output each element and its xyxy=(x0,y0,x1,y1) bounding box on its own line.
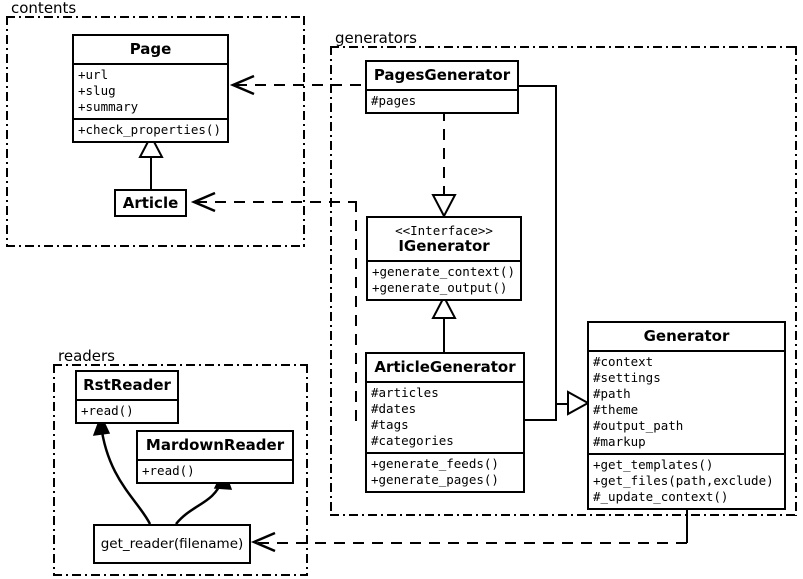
class-operations-page: +check_properties() xyxy=(74,118,227,141)
operation: +generate_feeds() xyxy=(371,456,499,471)
readers-package-label: readers xyxy=(55,349,118,364)
attribute: +url xyxy=(78,67,109,82)
class-operations-mardownreader: +read() xyxy=(138,459,292,482)
class-box-article[interactable]: Article xyxy=(114,189,187,217)
operation: +get_templates() xyxy=(593,457,714,472)
class-box-articlegenerator[interactable]: ArticleGenerator #articles #dates #tags … xyxy=(365,352,525,493)
class-attributes-articlegenerator: #articles #dates #tags #categories xyxy=(367,381,523,452)
class-name-label-igenerator: IGenerator xyxy=(398,237,490,255)
class-operations-generator: +get_templates() +get_files(path,exclude… xyxy=(589,453,784,508)
articlegenerator-dependency-riser xyxy=(355,201,357,423)
attribute: #pages xyxy=(371,93,417,108)
articlegenerator-to-generator-h1 xyxy=(525,419,556,421)
class-operations-igenerator: +generate_context() +generate_output() xyxy=(368,260,520,299)
article-to-page-line xyxy=(150,136,152,192)
pagesgenerator-to-page-dependency xyxy=(236,84,365,86)
class-box-page[interactable]: Page +url +slug +summary +check_properti… xyxy=(72,34,229,143)
pagesgenerator-realizes-igenerator-line xyxy=(443,110,445,195)
operation: #_update_context() xyxy=(593,489,729,504)
class-box-pagesgenerator[interactable]: PagesGenerator #pages xyxy=(365,60,519,114)
operation: +read() xyxy=(81,403,134,418)
attribute: #context xyxy=(593,354,654,369)
operation: +generate_pages() xyxy=(371,472,499,487)
class-name-generator: Generator xyxy=(643,327,730,345)
articlegenerator-to-generator-v xyxy=(555,403,557,421)
pagesgenerator-to-generator-h1 xyxy=(517,85,557,87)
generators-package-label: generators xyxy=(332,31,420,46)
class-attributes-page: +url +slug +summary xyxy=(74,63,227,118)
function-label-get-reader: get_reader(filename) xyxy=(100,536,244,552)
attribute: #categories xyxy=(371,433,454,448)
operation: +generate_context() xyxy=(372,264,515,279)
pagesgenerator-to-generator-v xyxy=(555,85,557,405)
class-name-pagesgenerator: PagesGenerator xyxy=(373,66,511,84)
operation: +check_properties() xyxy=(78,122,221,137)
class-name-articlegenerator: ArticleGenerator xyxy=(374,358,516,376)
generator-to-getreader-dependency xyxy=(258,542,687,544)
attribute: #markup xyxy=(593,434,646,449)
class-box-mardownreader[interactable]: MardownReader +read() xyxy=(136,430,294,484)
class-name-igenerator: <<Interface>> IGenerator xyxy=(368,218,520,260)
class-box-rstreader[interactable]: RstReader +read() xyxy=(75,370,179,424)
articlegenerator-to-article-dependency xyxy=(196,201,356,203)
class-stereotype-igenerator: <<Interface>> xyxy=(395,223,493,238)
class-box-igenerator[interactable]: <<Interface>> IGenerator +generate_conte… xyxy=(366,216,522,301)
attribute: #theme xyxy=(593,402,639,417)
attribute: +slug xyxy=(78,83,116,98)
function-box-get-reader[interactable]: get_reader(filename) xyxy=(93,524,251,564)
attribute: #dates xyxy=(371,401,417,416)
class-name-rstreader: RstReader xyxy=(83,376,171,394)
attribute: #path xyxy=(593,386,631,401)
class-name-mardownreader: MardownReader xyxy=(145,436,285,454)
class-attributes-pagesgenerator: #pages xyxy=(367,89,517,112)
attribute: #settings xyxy=(593,370,661,385)
attribute: #output_path xyxy=(593,418,684,433)
generator-to-getreader-riser xyxy=(686,501,688,543)
attribute: +summary xyxy=(78,99,139,114)
operation: +get_files(path,exclude) xyxy=(593,473,774,488)
class-box-generator[interactable]: Generator #context #settings #path #them… xyxy=(587,321,786,510)
class-attributes-generator: #context #settings #path #theme #output_… xyxy=(589,350,784,453)
class-operations-articlegenerator: +generate_feeds() +generate_pages() xyxy=(367,452,523,491)
operation: +generate_output() xyxy=(372,280,508,295)
pagesgenerator-to-generator-h2 xyxy=(555,403,572,405)
class-name-page: Page xyxy=(129,40,172,58)
operation: +read() xyxy=(142,463,195,478)
class-name-article: Article xyxy=(122,194,179,212)
articlegenerator-to-igenerator-line xyxy=(443,297,445,355)
class-operations-rstreader: +read() xyxy=(77,399,177,422)
attribute: #articles xyxy=(371,385,439,400)
contents-package-label: contents xyxy=(8,1,80,16)
attribute: #tags xyxy=(371,417,409,432)
